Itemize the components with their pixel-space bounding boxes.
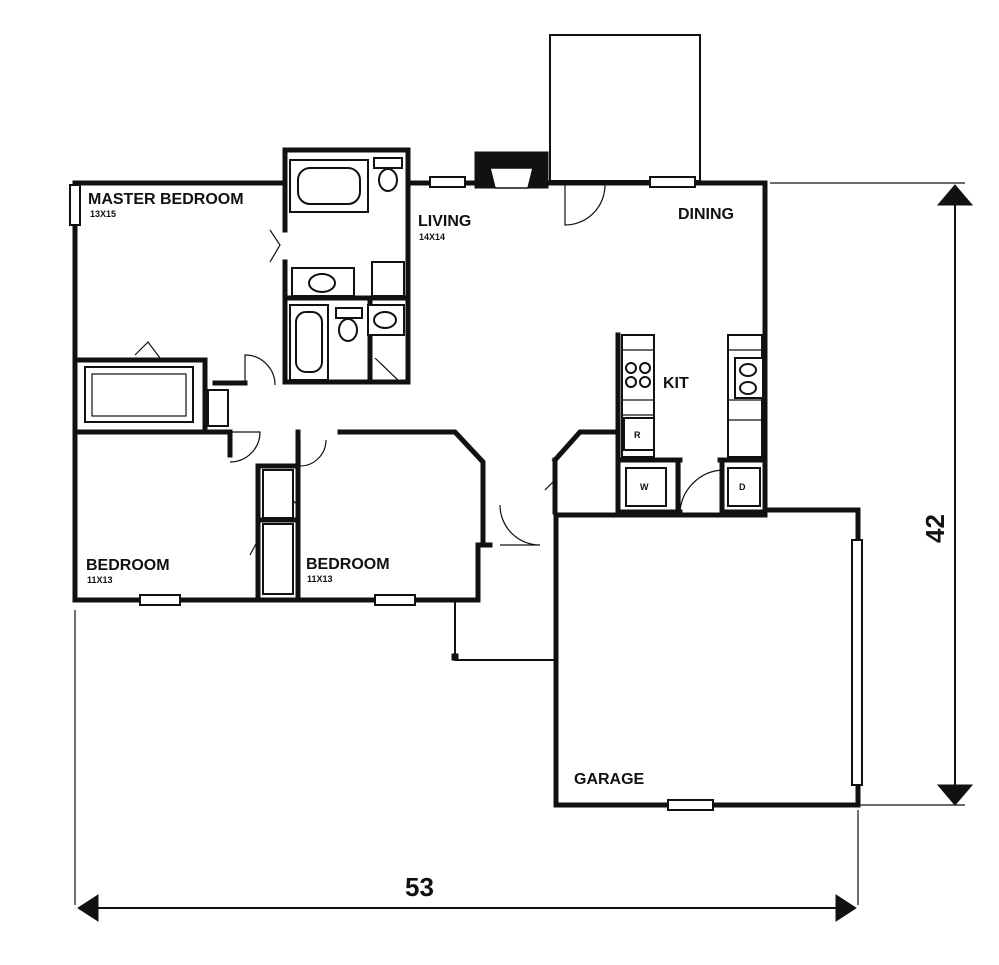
closets: [84, 366, 294, 595]
dimension-depth-label: 42: [920, 514, 950, 543]
arrow-down-icon: [936, 784, 974, 806]
room-label-kitchen: KIT: [663, 375, 689, 392]
room-dim-living: 14X14: [419, 232, 445, 242]
walkway: [454, 600, 556, 661]
arrow-left-icon: [77, 894, 99, 922]
room-label-master-bedroom: MASTER BEDROOM: [88, 191, 244, 208]
arrow-up-icon: [936, 184, 974, 206]
arrow-right-icon: [835, 894, 857, 922]
washer: [625, 467, 667, 507]
room-label-bedroom-2: BEDROOM: [306, 556, 390, 573]
room-dim-master-bedroom: 13X15: [90, 209, 116, 219]
dryer-label: D: [739, 482, 746, 492]
dimension-depth: 42: [770, 182, 974, 806]
room-label-living: LIVING: [418, 213, 471, 230]
toilet-master: [373, 157, 403, 169]
room-label-dining: DINING: [678, 206, 734, 223]
room-dim-bedroom-1: 11X13: [87, 575, 113, 585]
patio: [549, 34, 701, 182]
refrigerator: [623, 417, 655, 451]
washer-label: W: [640, 482, 649, 492]
dryer: [727, 467, 761, 507]
bath-fixtures: [289, 157, 405, 381]
stove-burner: [625, 362, 637, 374]
dimension-width: 53: [74, 610, 859, 922]
kitchen-counters: [621, 334, 764, 507]
interior-walls: [75, 180, 768, 601]
room-labels: MASTER BEDROOM 13X15 LIVING 14X14 DINING…: [86, 191, 746, 788]
refrigerator-label: R: [634, 430, 641, 440]
window-strips: [69, 176, 863, 811]
room-label-garage: GARAGE: [574, 771, 645, 788]
room-label-bedroom-1: BEDROOM: [86, 557, 170, 574]
dimension-width-label: 53: [405, 872, 434, 902]
toilet-hall: [335, 307, 363, 319]
room-dim-bedroom-2: 11X13: [307, 574, 333, 584]
